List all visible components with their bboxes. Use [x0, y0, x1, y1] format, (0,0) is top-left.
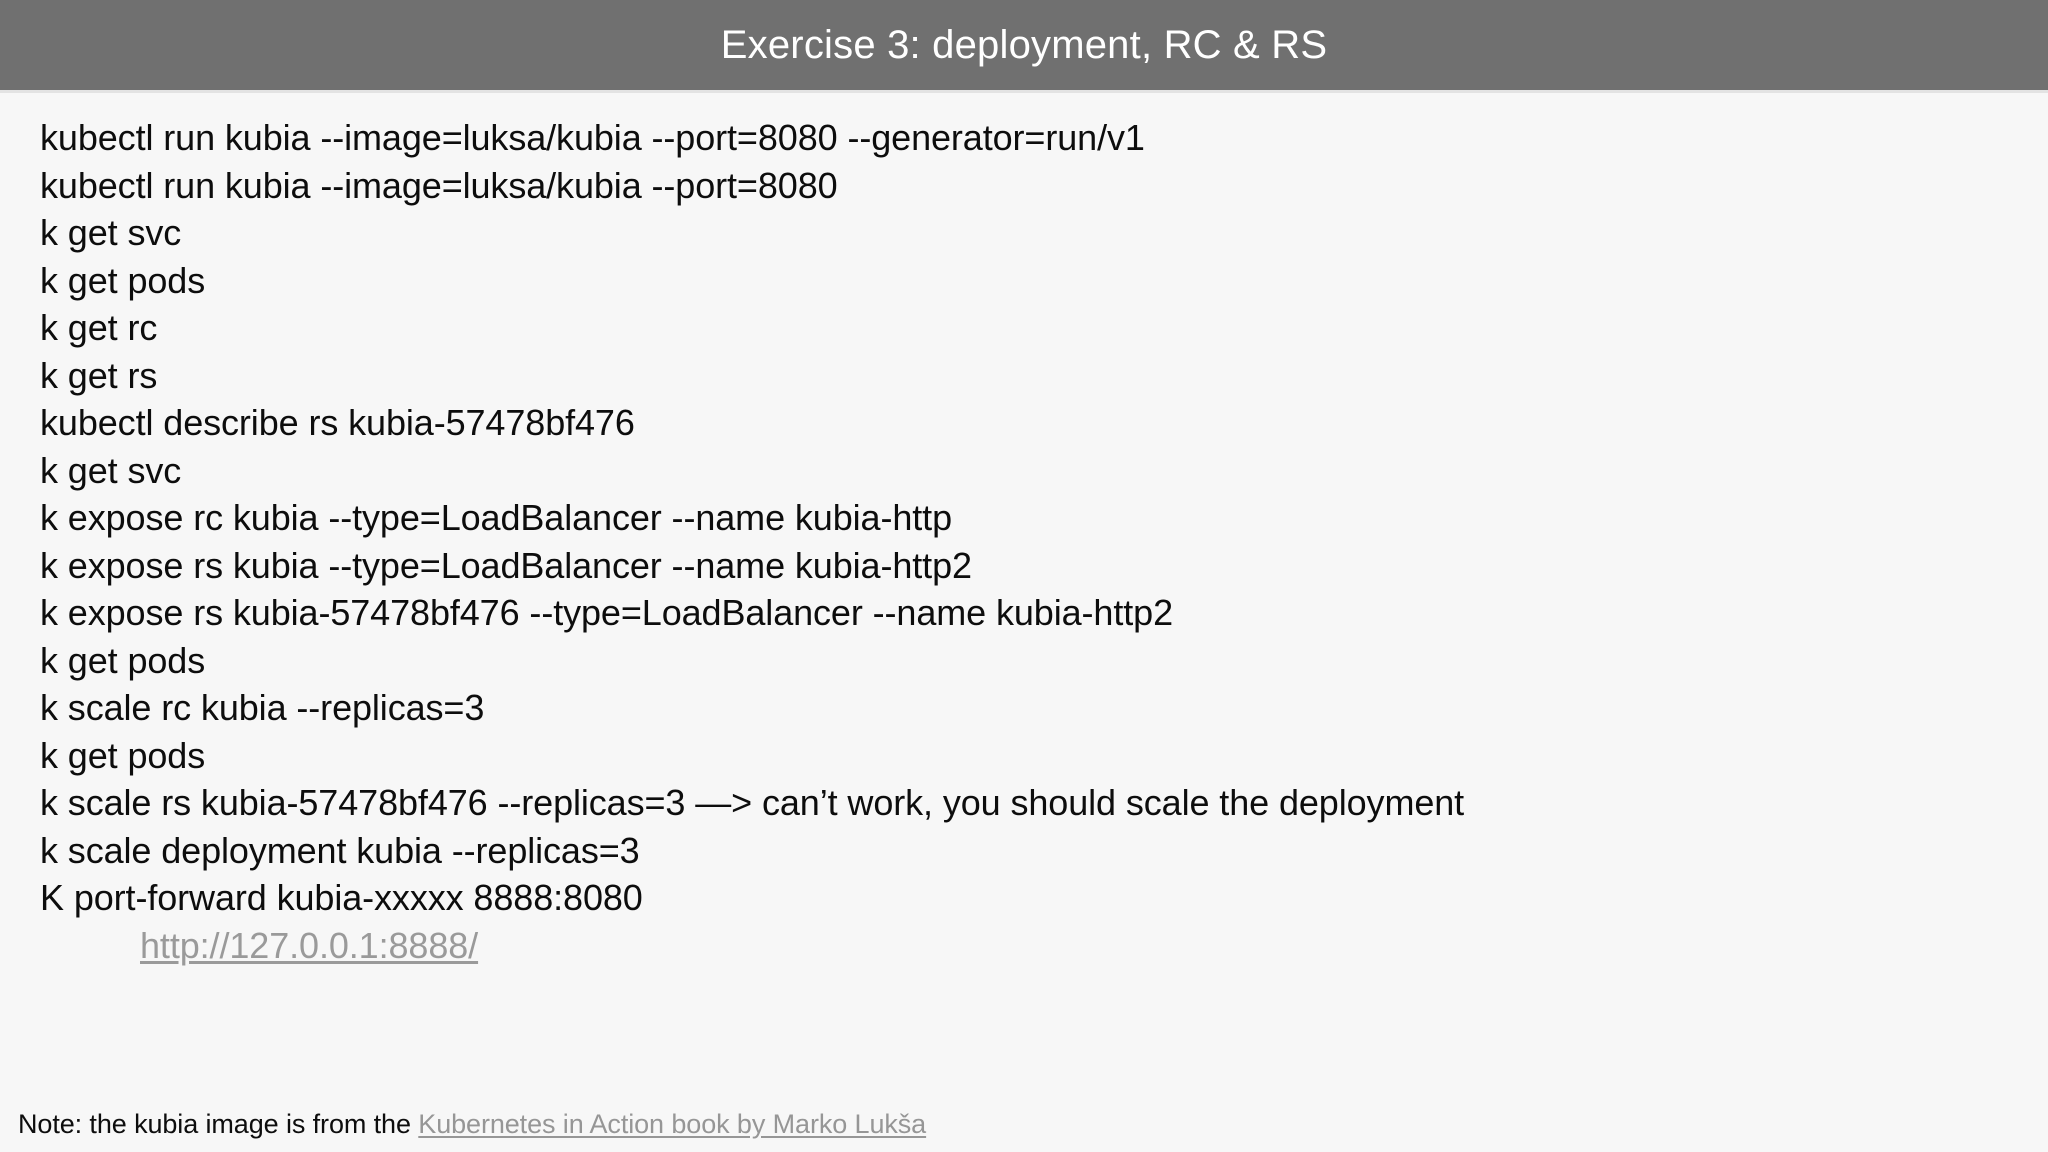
command-line: kubectl run kubia --image=luksa/kubia --…: [40, 117, 1145, 158]
command-line: k scale rs kubia-57478bf476 --replicas=3…: [40, 782, 1465, 823]
command-line: k expose rs kubia --type=LoadBalancer --…: [40, 544, 972, 586]
page-title: Exercise 3: deployment, RC & RS: [720, 23, 1328, 67]
command-line: k get pods: [40, 639, 206, 681]
kubernetes-in-action-book-link[interactable]: Kubernetes in Action book by Marko Lukša: [418, 1109, 927, 1139]
slide-content-area: kubectl run kubia --image=luksa/kubia --…: [0, 96, 2048, 1056]
command-line: k get rc: [40, 307, 158, 348]
command-line: k expose rc kubia --type=LoadBalancer --…: [40, 497, 952, 538]
command-line: k scale deployment kubia --replicas=3: [40, 829, 640, 871]
command-line: K port-forward kubia-xxxxx 8888:8080: [40, 877, 643, 918]
localhost-url-link-line[interactable]: http://127.0.0.1:8888/: [40, 922, 2000, 970]
command-line: kubectl describe rs kubia-57478bf476: [40, 402, 635, 443]
command-line: k scale rc kubia --replicas=3: [40, 687, 485, 728]
command-line: kubectl run kubia --image=luksa/kubia --…: [40, 164, 838, 206]
command-line: k get svc: [40, 212, 182, 253]
slide-title-bar: Exercise 3: deployment, RC & RS: [0, 0, 2048, 93]
command-line: k expose rs kubia-57478bf476 --type=Load…: [40, 592, 1173, 633]
localhost-url-link[interactable]: http://127.0.0.1:8888/: [140, 924, 479, 966]
command-line: k get rs: [40, 354, 158, 396]
command-line: k get pods: [40, 259, 206, 301]
footer-note-prefix: Note: the kubia image is from the: [18, 1109, 419, 1139]
command-line: k get svc: [40, 449, 182, 491]
command-list: kubectl run kubia --image=luksa/kubia --…: [40, 114, 2000, 969]
footer-note: Note: the kubia image is from the Kubern…: [18, 1108, 926, 1140]
command-line: k get pods: [40, 734, 206, 776]
